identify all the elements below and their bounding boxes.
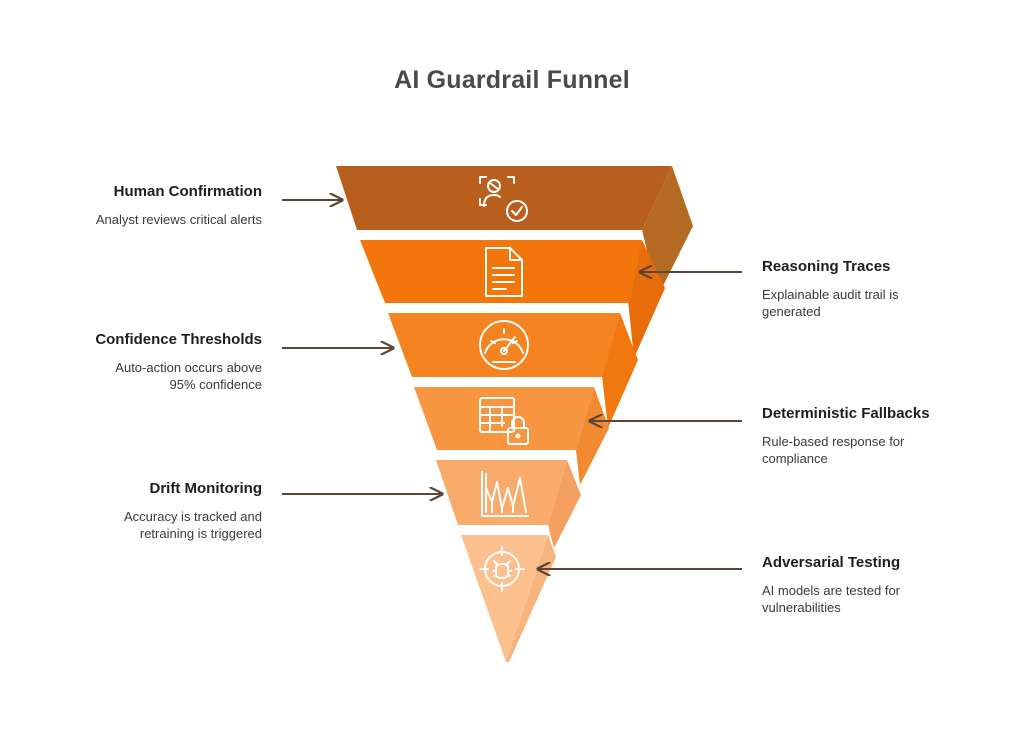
document-icon	[485, 247, 523, 297]
layer-front	[360, 240, 642, 303]
table-lock-icon	[479, 397, 529, 445]
stage-heading: Adversarial Testing	[762, 554, 901, 571]
layer-side	[642, 166, 693, 296]
user-check-icon	[479, 176, 528, 222]
stage-label-confidence-thresholds: Confidence Thresholds Auto-action occurs…	[22, 331, 262, 393]
funnel-layer-reasoning-traces	[360, 240, 665, 358]
stage-heading: Human Confirmation	[113, 183, 262, 200]
stage-label-adversarial-testing: Adversarial Testing AI models are tested…	[762, 554, 932, 616]
stage-label-reasoning-traces: Reasoning Traces Explainable audit trail…	[762, 258, 932, 320]
stage-description: Accuracy is tracked and retraining is tr…	[123, 509, 262, 541]
stage-description: Analyst reviews critical alerts	[95, 212, 262, 227]
page-title: AI Guardrail Funnel	[394, 66, 630, 94]
stage-label-deterministic-fallbacks: Deterministic Fallbacks Rule-based respo…	[762, 405, 962, 467]
layer-front	[414, 387, 594, 450]
funnel-layer-deterministic-fallbacks	[414, 387, 609, 485]
layer-side	[548, 460, 581, 548]
layer-front	[461, 535, 548, 662]
stage-description: AI models are tested for vulnerabilities	[762, 583, 901, 615]
stage-description: Auto-action occurs above 95% confidence	[115, 360, 262, 392]
funnel-layer-confidence-thresholds	[388, 313, 638, 428]
layer-front	[436, 460, 567, 525]
stage-label-human-confirmation: Human Confirmation Analyst reviews criti…	[22, 183, 262, 228]
layer-front	[388, 313, 620, 377]
connector-arrows	[282, 200, 742, 569]
gauge-icon	[479, 320, 529, 370]
layer-side	[628, 240, 665, 358]
stage-description: Explainable audit trail is generated	[762, 287, 899, 319]
layer-front	[336, 166, 672, 230]
layer-side	[602, 313, 638, 428]
funnel-layer-drift-monitoring	[436, 460, 581, 548]
funnel-layer-human-confirmation	[336, 166, 693, 296]
target-bug-icon	[479, 546, 525, 592]
layer-side	[576, 387, 609, 485]
stage-label-drift-monitoring: Drift Monitoring Accuracy is tracked and…	[22, 480, 262, 542]
stage-description: Rule-based response for compliance	[762, 434, 905, 466]
stage-heading: Deterministic Fallbacks	[762, 405, 930, 422]
stage-heading: Drift Monitoring	[149, 480, 262, 497]
stage-heading: Confidence Thresholds	[95, 331, 262, 348]
stage-heading: Reasoning Traces	[762, 258, 891, 275]
chart-drift-icon	[481, 471, 529, 517]
